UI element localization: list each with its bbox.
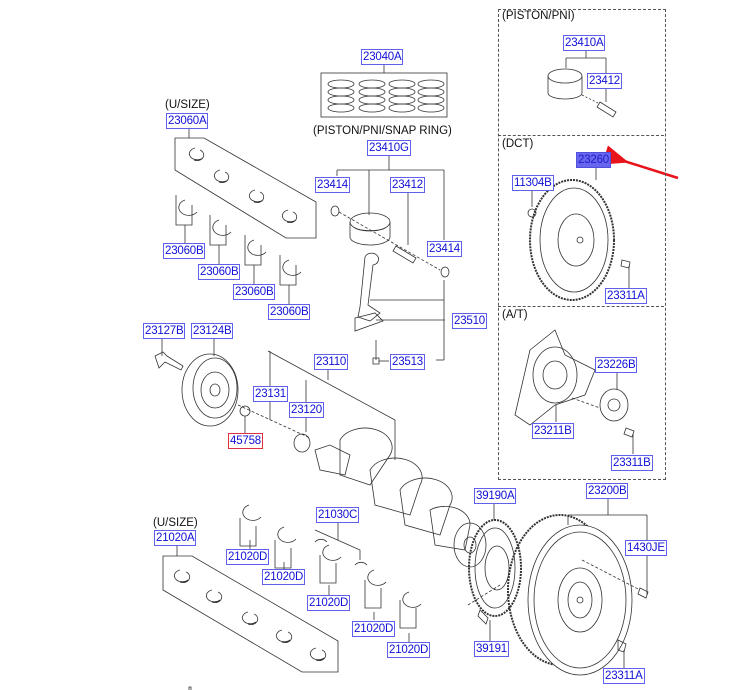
upper-bearing-set: [174, 128, 317, 304]
part-label-23410A[interactable]: 23410A: [563, 35, 606, 51]
part-label-23110[interactable]: 23110: [314, 354, 349, 370]
piston-conrod-assembly: [330, 155, 450, 365]
inset-box: [498, 9, 666, 480]
part-label-23127B[interactable]: 23127B: [143, 323, 186, 339]
part-label-23513[interactable]: 23513: [390, 354, 425, 370]
crankshaft: [267, 350, 487, 568]
ring-gear-plate: [467, 502, 522, 641]
caption-usize-lower: (U/SIZE): [153, 517, 198, 529]
part-label-23311B[interactable]: 23311B: [611, 455, 653, 471]
inset-dct-flywheel: [527, 166, 631, 301]
part-label-23200B[interactable]: 23200B: [586, 483, 629, 499]
part-label-23060B-1[interactable]: 23060B: [163, 243, 206, 259]
part-label-21020D-3[interactable]: 21020D: [307, 595, 351, 611]
part-label-23131[interactable]: 23131: [253, 386, 288, 402]
part-label-21030C[interactable]: 21030C: [316, 507, 360, 523]
crank-pulley: [154, 339, 311, 439]
part-label-21020D-2[interactable]: 21020D: [262, 569, 306, 585]
part-label-23510[interactable]: 23510: [452, 313, 487, 329]
part-label-23414-right[interactable]: 23414: [427, 241, 462, 257]
piston-ring-set: [320, 64, 448, 118]
part-label-39190A[interactable]: 39190A: [474, 488, 517, 504]
part-label-39191[interactable]: 39191: [474, 641, 509, 657]
part-label-21020A[interactable]: 21020A: [154, 530, 197, 546]
part-label-23414-left[interactable]: 23414: [315, 177, 350, 193]
lower-bearing-set: [162, 504, 422, 673]
part-label-23412[interactable]: 23412: [390, 177, 425, 193]
part-label-45758[interactable]: 45758: [228, 433, 263, 449]
caption-at: (A/T): [502, 309, 528, 321]
part-label-21020D-4[interactable]: 21020D: [352, 621, 396, 637]
part-label-21020D-1[interactable]: 21020D: [226, 549, 270, 565]
part-label-23412-inset[interactable]: 23412: [587, 73, 622, 89]
caption-dct: (DCT): [502, 138, 534, 150]
inset-piston-drawing: [547, 50, 617, 118]
part-label-23211B[interactable]: 23211B: [532, 423, 574, 439]
caption-piston-snap-ring: (PISTON/PNI/SNAP RING): [313, 125, 452, 137]
part-label-23060B-3[interactable]: 23060B: [233, 284, 276, 300]
part-label-23226B[interactable]: 23226B: [595, 357, 638, 373]
inset-divider-at: [498, 306, 664, 307]
part-label-23060A[interactable]: 23060A: [166, 113, 209, 129]
inset-divider-dct: [498, 135, 664, 136]
inset-at-driveplate: [514, 329, 635, 454]
part-label-23260-highlighted[interactable]: 23260: [576, 152, 611, 168]
part-label-23311A-dct[interactable]: 23311A: [605, 288, 647, 304]
part-label-1430JE[interactable]: 1430JE: [625, 540, 667, 556]
caption-usize-upper: (U/SIZE): [165, 99, 210, 111]
part-label-23124B[interactable]: 23124B: [191, 323, 234, 339]
highlight-arrow: [601, 145, 679, 180]
part-label-23060B-4[interactable]: 23060B: [268, 304, 311, 320]
part-label-21020D-5[interactable]: 21020D: [387, 642, 431, 658]
stray-mark: [188, 686, 192, 690]
part-label-11304B[interactable]: 11304B: [512, 175, 554, 191]
caption-piston-pni: (PISTON/PNI): [502, 10, 575, 22]
part-label-23120[interactable]: 23120: [289, 402, 324, 418]
part-label-23040A[interactable]: 23040A: [361, 49, 404, 65]
dual-mass-flywheel: [507, 497, 649, 676]
part-label-23311A[interactable]: 23311A: [603, 668, 645, 684]
part-label-23060B-2[interactable]: 23060B: [198, 264, 241, 280]
part-label-23410G[interactable]: 23410G: [367, 140, 411, 156]
